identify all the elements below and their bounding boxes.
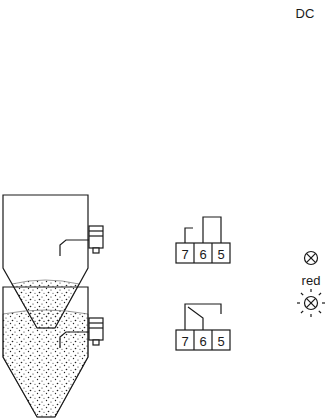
terminal-number: 5	[217, 334, 224, 347]
lamp-color-label: red	[302, 274, 321, 287]
terminal-block	[176, 243, 230, 263]
paddle-sensor	[60, 226, 103, 256]
indicator-lamp	[305, 252, 318, 265]
terminal-number: 7	[181, 247, 188, 260]
terminal-number: 5	[217, 247, 224, 260]
silo	[3, 287, 88, 417]
relay-contact	[185, 217, 221, 243]
supply-label: DC	[296, 7, 315, 20]
terminal-number: 6	[199, 247, 206, 260]
relay-contact	[185, 304, 221, 330]
terminal-number: 7	[181, 334, 188, 347]
indicator-lamp	[297, 289, 325, 317]
terminal-block	[176, 330, 230, 350]
paddle-sensor	[60, 318, 103, 348]
bulk-material	[3, 310, 88, 417]
terminal-number: 6	[199, 334, 206, 347]
silo	[3, 195, 88, 328]
